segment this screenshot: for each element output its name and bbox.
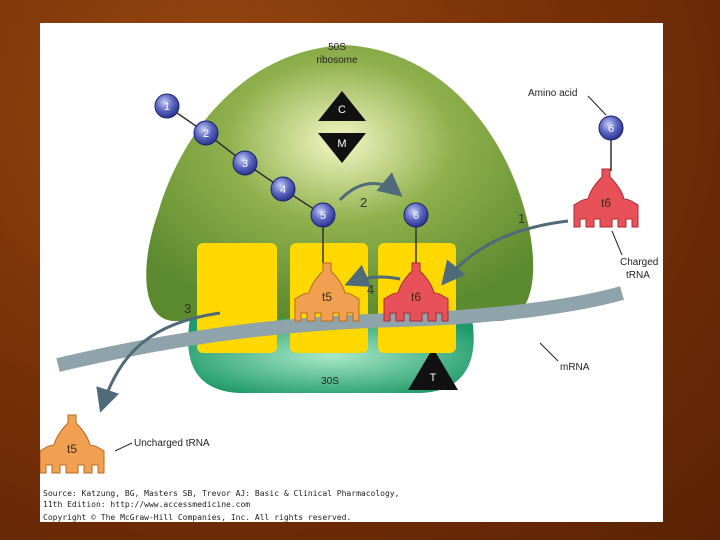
amino-acid-callout-label: Amino acid (528, 88, 577, 99)
trna-t6-right: t6 (383, 262, 449, 322)
ribosome-50s-label: 50S (328, 42, 346, 53)
trna-uncharged-label: t5 (67, 442, 77, 456)
trna-uncharged: t5 (40, 414, 105, 474)
callout-mrna (539, 342, 559, 362)
site-m-marker (318, 133, 366, 163)
arrow-step-2 (338, 172, 403, 202)
amino-acid-3-label: 3 (242, 158, 248, 170)
step-1-label: 1 (518, 211, 525, 226)
step-2-label: 2 (360, 195, 367, 210)
charged-trna-label-line2: tRNA (626, 270, 650, 281)
ribosome-30s-label: 30S (321, 376, 339, 387)
site-c-label: C (338, 104, 346, 116)
site-c-marker (318, 91, 366, 121)
amino-acid-3: 3 (232, 150, 258, 176)
trna-t5-middle: t5 (294, 262, 360, 322)
source-line-3: Copyright © The McGraw-Hill Companies, I… (43, 513, 352, 522)
amino-acid-6-incoming: 6 (598, 115, 624, 141)
source-line-1: Source: Katzung, BG, Masters SB, Trevor … (43, 489, 400, 498)
trna-t6-right-label: t6 (411, 290, 421, 304)
site-m-label: M (337, 138, 346, 150)
amino-acid-2: 2 (193, 120, 219, 146)
uncharged-trna-label: Uncharged tRNA (134, 438, 210, 449)
callout-uncharged-trna (114, 442, 133, 452)
arrow-step-1 (441, 219, 569, 286)
amino-acid-5-label: 5 (320, 210, 326, 222)
trna-charged: t6 (573, 168, 639, 228)
amino-acid-5: 5 (310, 202, 336, 228)
translation-diagram: 50S ribosome C M 30S T 1 2 3 4 5 6 (40, 42, 658, 474)
trna-t5-middle-label: t5 (322, 290, 332, 304)
site-t-marker (408, 348, 458, 390)
amino-acid-1: 1 (154, 93, 180, 119)
trna-charged-label: t6 (601, 196, 611, 210)
step-4-label: 4 (367, 282, 374, 297)
charged-trna-label-line1: Charged (620, 257, 658, 268)
diagram-panel: 50S ribosome C M 30S T 1 2 3 4 5 6 (40, 23, 663, 522)
amino-acid-6-attached: 6 (403, 202, 429, 228)
amino-acid-6-attached-label: 6 (413, 210, 419, 222)
callout-amino-acid (587, 95, 607, 116)
mrna-strand (56, 286, 624, 372)
ribosome-50s-sublabel: ribosome (316, 55, 358, 66)
amino-acid-4: 4 (270, 176, 296, 202)
mrna-label: mRNA (560, 362, 590, 373)
amino-acid-6-incoming-label: 6 (608, 123, 614, 135)
source-line-2: 11th Edition: http://www.accessmedicine.… (43, 500, 251, 509)
arrow-step-4 (344, 264, 401, 287)
site-t-label: T (430, 372, 437, 384)
amino-acid-1-label: 1 (164, 101, 170, 113)
amino-acid-4-label: 4 (280, 184, 286, 196)
arrow-step-3 (96, 311, 221, 413)
step-3-label: 3 (184, 301, 191, 316)
amino-acid-2-label: 2 (203, 128, 209, 140)
callout-charged-trna (611, 230, 623, 256)
